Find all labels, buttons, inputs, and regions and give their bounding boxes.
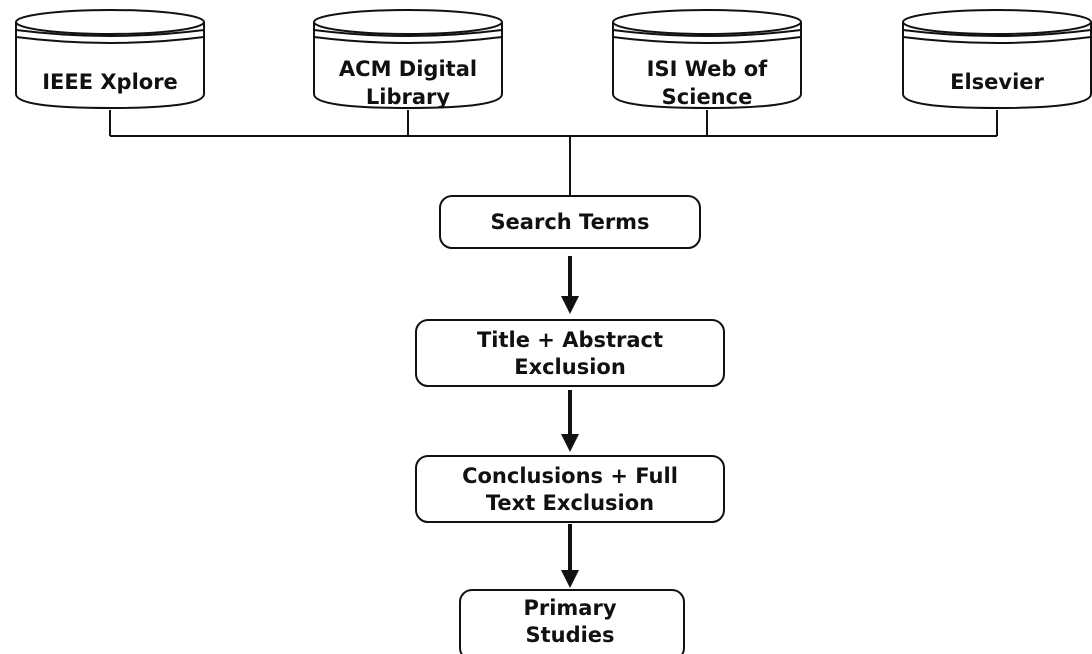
database-label-line-2: Library xyxy=(366,85,450,109)
step-search-terms: Search Terms xyxy=(439,195,701,249)
step-label: Search Terms xyxy=(490,210,649,234)
arrow-2 xyxy=(561,390,579,452)
database-label: IEEE Xplore xyxy=(42,70,178,94)
database-label-line-1: ISI Web of xyxy=(647,57,768,81)
step-title-abstract-exclusion: Title + Abstract Exclusion xyxy=(415,319,725,387)
step-primary-studies: Primary Studies xyxy=(459,589,685,654)
step-label-line-1: Conclusions + Full xyxy=(462,464,678,488)
arrow-3 xyxy=(561,524,579,588)
database-label-line-2: Science xyxy=(662,85,753,109)
step-label-line-2: Studies xyxy=(525,623,614,647)
database-isi-web-of-science: ISI Web of Science xyxy=(612,9,802,110)
step-label-line-1: Title + Abstract xyxy=(477,328,663,352)
database-acm-digital-library: ACM Digital Library xyxy=(313,9,503,110)
step-label-line-2: Text Exclusion xyxy=(486,491,654,515)
database-label: Elsevier xyxy=(950,70,1044,94)
step-conclusions-full-text-exclusion: Conclusions + Full Text Exclusion xyxy=(415,455,725,523)
step-label-line-2: Exclusion xyxy=(514,355,626,379)
database-label-line-1: ACM Digital xyxy=(339,57,477,81)
database-elsevier: Elsevier xyxy=(902,9,1092,110)
database-connectors xyxy=(109,110,998,196)
arrow-1 xyxy=(561,256,579,314)
database-ieee-xplore: IEEE Xplore xyxy=(15,9,205,110)
step-label-line-1: Primary xyxy=(523,596,616,620)
